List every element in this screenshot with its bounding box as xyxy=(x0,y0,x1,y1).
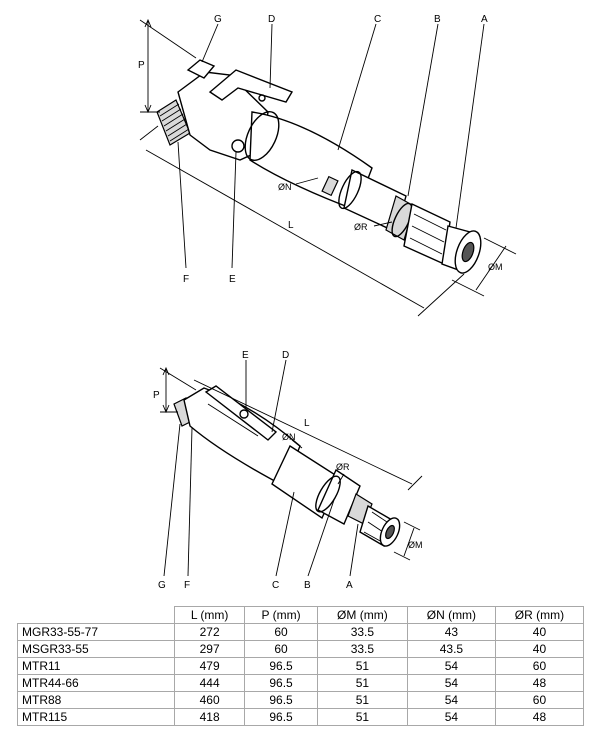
value-cell: 444 xyxy=(173,674,246,692)
value-cell: 60 xyxy=(244,640,318,658)
top-body-slot xyxy=(321,175,339,197)
top-label-d: D xyxy=(268,14,275,25)
top-label-e: E xyxy=(229,274,236,285)
value-cell: 297 xyxy=(173,640,246,658)
model-cell: MTR88 xyxy=(17,691,175,709)
table-header-p: P (mm) xyxy=(244,606,318,624)
value-cell: 40 xyxy=(494,623,585,641)
top-label-p: P xyxy=(138,60,145,71)
value-cell: 43 xyxy=(406,623,496,641)
bottom-lever xyxy=(204,385,278,441)
top-labels: G D C B A P ØN ØR L ØM F E xyxy=(138,14,503,285)
top-lever-pin xyxy=(258,94,266,102)
top-throttle-valve xyxy=(231,139,245,153)
value-cell: 96.5 xyxy=(244,657,318,675)
top-air-inlet xyxy=(156,99,191,146)
table-header-m: ØM (mm) xyxy=(316,606,408,624)
bottom-labels: E D P L ØN ØR ØM G F C B A xyxy=(153,350,423,591)
bottom-label-m: ØM xyxy=(408,540,423,550)
value-cell: 60 xyxy=(244,623,318,641)
table-header-n: ØN (mm) xyxy=(406,606,496,624)
bottom-label-r: ØR xyxy=(336,462,350,472)
top-label-b: B xyxy=(434,14,441,25)
bottom-valve xyxy=(239,409,249,419)
value-cell: 40 xyxy=(494,640,585,658)
bottom-label-g: G xyxy=(158,580,166,591)
table-row: MSGR33-55 297 60 33.5 43.5 40 xyxy=(17,640,585,658)
bottom-dimension-lines xyxy=(159,359,423,577)
table-header-r: ØR (mm) xyxy=(494,606,585,624)
bottom-label-l: L xyxy=(304,418,310,429)
bottom-label-n: ØN xyxy=(282,432,296,442)
value-cell: 51 xyxy=(316,691,408,709)
value-cell: 43.5 xyxy=(406,640,496,658)
top-label-c: C xyxy=(374,14,381,25)
top-label-m: ØM xyxy=(488,262,503,272)
dimensions-table: L (mm) P (mm) ØM (mm) ØN (mm) ØR (mm) MG… xyxy=(17,606,585,726)
value-cell: 460 xyxy=(173,691,246,709)
model-cell: MTR44-66 xyxy=(17,674,175,692)
model-cell: MTR115 xyxy=(17,708,175,726)
top-label-l: L xyxy=(288,220,294,231)
top-label-r: ØR xyxy=(354,222,368,232)
value-cell: 479 xyxy=(173,657,246,675)
bottom-label-d: D xyxy=(282,350,289,361)
value-cell: 48 xyxy=(494,674,585,692)
value-cell: 33.5 xyxy=(316,640,408,658)
table-header-l: L (mm) xyxy=(173,606,246,624)
bottom-label-e: E xyxy=(242,350,249,361)
top-label-g: G xyxy=(214,14,222,25)
model-cell: MSGR33-55 xyxy=(17,640,175,658)
top-label-f: F xyxy=(183,274,189,285)
top-reverse-block xyxy=(186,59,216,79)
bottom-label-c: C xyxy=(272,580,279,591)
value-cell: 54 xyxy=(406,691,496,709)
table-row: MTR11 479 96.5 51 54 60 xyxy=(17,657,585,675)
value-cell: 48 xyxy=(494,708,585,726)
value-cell: 272 xyxy=(173,623,246,641)
value-cell: 96.5 xyxy=(244,691,318,709)
bottom-label-b: B xyxy=(304,580,311,591)
table-row: MTR88 460 96.5 51 54 60 xyxy=(17,691,585,709)
value-cell: 51 xyxy=(316,708,408,726)
top-label-n: ØN xyxy=(278,182,292,192)
value-cell: 60 xyxy=(494,691,585,709)
table-row: MTR115 418 96.5 51 54 48 xyxy=(17,708,585,726)
value-cell: 51 xyxy=(316,657,408,675)
table-row: MGR33-55-77 272 60 33.5 43 40 xyxy=(17,623,585,641)
value-cell: 60 xyxy=(494,657,585,675)
value-cell: 96.5 xyxy=(244,674,318,692)
value-cell: 418 xyxy=(173,708,246,726)
model-cell: MGR33-55-77 xyxy=(17,623,175,641)
table-row: MTR44-66 444 96.5 51 54 48 xyxy=(17,674,585,692)
bottom-label-a: A xyxy=(346,580,353,591)
top-label-a: A xyxy=(481,14,488,25)
value-cell: 33.5 xyxy=(316,623,408,641)
value-cell: 54 xyxy=(406,657,496,675)
value-cell: 96.5 xyxy=(244,708,318,726)
tool-drawings: G D C B A P ØN ØR L ØM F E xyxy=(138,14,517,591)
value-cell: 54 xyxy=(406,708,496,726)
bottom-label-p: P xyxy=(153,390,160,401)
top-tool-drawing xyxy=(156,59,482,274)
model-cell: MTR11 xyxy=(17,657,175,675)
table-header-corner xyxy=(17,606,175,624)
bottom-tool-drawing xyxy=(173,385,401,548)
value-cell: 54 xyxy=(406,674,496,692)
top-lever xyxy=(208,69,294,103)
value-cell: 51 xyxy=(316,674,408,692)
bottom-label-f: F xyxy=(184,580,190,591)
table-header-row: L (mm) P (mm) ØM (mm) ØN (mm) ØR (mm) xyxy=(17,606,585,624)
top-dimension-lines xyxy=(139,18,517,317)
